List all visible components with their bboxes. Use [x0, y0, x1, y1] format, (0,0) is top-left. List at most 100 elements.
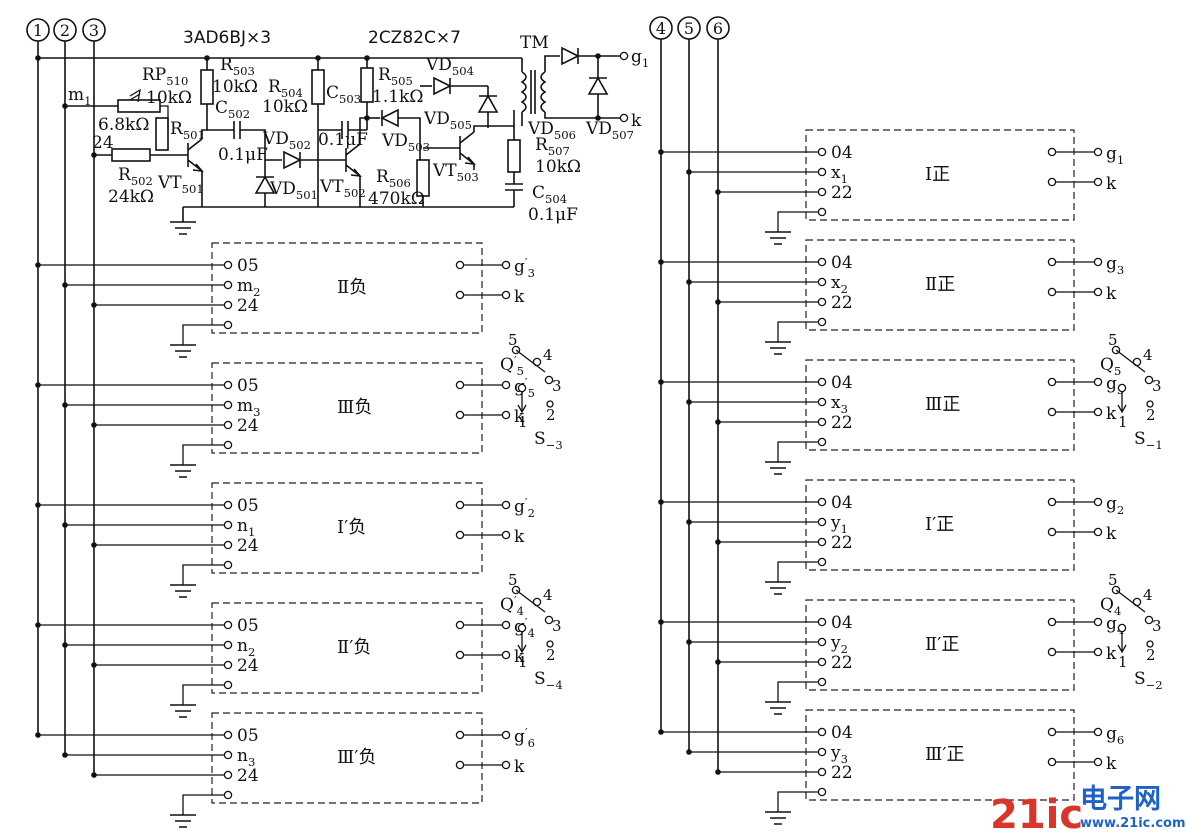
terminal: [223, 560, 233, 570]
junction-dot: [715, 299, 721, 305]
ground-symbol: [170, 221, 196, 235]
cathode-output-label: k: [1106, 754, 1117, 774]
r503-label: R503: [220, 55, 255, 78]
terminal-label: 22: [831, 293, 853, 313]
terminal-label: 05: [237, 256, 259, 276]
junction-dot: [35, 382, 41, 388]
terminal: [1093, 177, 1103, 187]
terminal: [223, 500, 233, 510]
r506-value: 470kΩ: [368, 189, 425, 209]
left-unit-2: 05m324Ⅲ负g′5k: [35, 362, 535, 478]
ground-lines: [170, 814, 196, 828]
ground-lines: [170, 704, 196, 718]
terminal: [501, 760, 511, 770]
vt503-transistor: [459, 131, 476, 166]
terminal-label: y2: [830, 633, 848, 656]
watermark-url: www.21ic.com: [1080, 816, 1186, 831]
bus-number: 3: [89, 21, 99, 40]
switch-pos: 1: [1118, 413, 1128, 431]
trigger-circuit-detail: [35, 46, 629, 235]
junction-dot: [658, 619, 664, 625]
junction-dot: [686, 279, 692, 285]
g1-output-label: g1: [631, 47, 649, 70]
bus-2: 2: [53, 18, 77, 42]
bus-5: 5: [677, 16, 701, 40]
terminal: [817, 257, 827, 267]
switch-arrow: [1117, 644, 1127, 654]
gate-output-label: g6: [1106, 724, 1124, 747]
unit-label: Ⅰ′正: [925, 514, 954, 535]
terminal: [1093, 617, 1103, 627]
terminal: [544, 375, 554, 385]
terminal: [455, 650, 465, 660]
bus-marker: [82, 18, 106, 42]
terminal: [1047, 757, 1057, 767]
ground-tap: [777, 321, 818, 342]
terminal: [223, 260, 233, 270]
switch-name: Q′4: [500, 594, 524, 618]
terminal: [223, 660, 233, 670]
junction-dot: [715, 539, 721, 545]
switch-pos: 5: [508, 331, 518, 349]
junction-dot: [35, 55, 41, 61]
r507-value: 10kΩ: [535, 157, 581, 177]
terminal: [1093, 287, 1103, 297]
terminal: [501, 530, 511, 540]
terminal-label: n2: [237, 636, 255, 659]
terminal-label: 04: [831, 373, 853, 393]
terminal: [455, 730, 465, 740]
switch-name: Q′5: [500, 354, 524, 378]
terminal: [455, 290, 465, 300]
diode-body: [561, 46, 580, 66]
vd503-diode: [380, 108, 399, 128]
unit-box: [805, 129, 1075, 221]
vd504-diode: [433, 76, 452, 96]
gate-output-label: g′6: [514, 726, 535, 750]
terminal: [223, 280, 233, 290]
switch-arrow: [1117, 404, 1127, 414]
unit-label: Ⅲ正: [925, 394, 960, 415]
terminal: [619, 51, 629, 61]
terminal: [1144, 375, 1154, 385]
terminal-label: 24: [237, 416, 259, 436]
switch-pos: 3: [552, 617, 562, 635]
terminal: [1047, 727, 1057, 737]
rp510-value: 10kΩ: [146, 88, 192, 108]
terminal: [223, 300, 233, 310]
switch-pos: 4: [1143, 346, 1153, 364]
terminal: [1047, 407, 1057, 417]
ground-lines: [765, 231, 791, 245]
gate-output-label: g2: [1106, 494, 1124, 517]
tm-label: TM: [520, 33, 549, 53]
vd506-diode: [561, 46, 580, 66]
junction-dot: [91, 662, 97, 668]
switch-blade: [515, 349, 546, 373]
terminal: [223, 770, 233, 780]
terminal: [501, 260, 511, 270]
r506-label: R506: [376, 167, 411, 190]
rp510-arrow: [129, 88, 141, 103]
terminal-label: 22: [831, 183, 853, 203]
switch-pos: 3: [1152, 377, 1162, 395]
terminal: [1093, 257, 1103, 267]
switch-pos: 5: [1108, 331, 1118, 349]
switch-blade: [515, 589, 546, 613]
ground-tap: [777, 211, 818, 232]
ground-symbol: [765, 231, 791, 245]
junction-dot: [35, 622, 41, 628]
bus-marker: [677, 16, 701, 40]
terminal-label: m2: [237, 276, 260, 299]
r507-label: R507: [535, 135, 570, 158]
vd504-label: VD504: [425, 55, 474, 78]
terminal-label: 24: [237, 656, 259, 676]
switch-pos: 2: [546, 646, 556, 664]
unit-box: [211, 362, 483, 454]
terminal-label: 05: [237, 726, 259, 746]
terminal: [517, 383, 527, 393]
switch-pos: 3: [552, 377, 562, 395]
r505-label: R505: [378, 65, 413, 88]
